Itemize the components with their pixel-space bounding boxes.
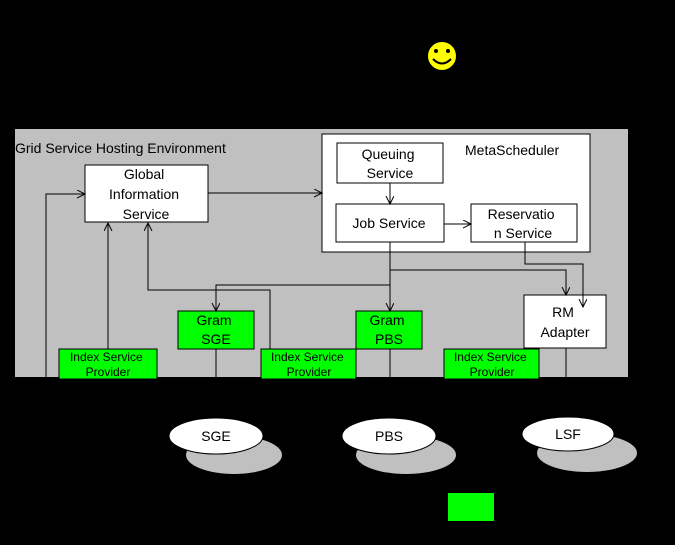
reservation-service-label: Reservatio n Service: [488, 206, 559, 241]
cluster-sge-label: SGE: [201, 428, 231, 444]
green-block: [448, 493, 494, 521]
connector-left-to-gis: [45, 194, 85, 378]
cluster-lsf: LSF: [521, 416, 637, 472]
cluster-sge: SGE: [168, 417, 282, 474]
rm-adapter-label: RM Adapter: [540, 304, 589, 340]
cluster-lsf-label: LSF: [555, 426, 581, 442]
global-information-service-label: Global Information Service: [109, 166, 183, 222]
smiley-face-icon: [426, 40, 458, 72]
rm-adapter-box: [523, 294, 607, 349]
cluster-sge-ellipse: [168, 417, 264, 455]
connector-job-to-rm-adapter: [390, 269, 566, 295]
queuing-service-label: Queuing Service: [362, 146, 419, 181]
reservation-service-box: [470, 203, 578, 243]
index-service-provider-1-label: Index Service Provider: [70, 350, 146, 379]
gram-sge-label: Gram SGE: [197, 312, 236, 347]
cluster-pbs: PBS: [341, 417, 456, 474]
environment-title: Grid Service Hosting Environment: [15, 140, 226, 156]
index-service-provider-3-label: Index Service Provider: [454, 350, 530, 379]
job-service-label: Job Service: [352, 215, 425, 231]
gram-pbs-label: Gram PBS: [370, 312, 409, 347]
index-service-provider-1-box: [58, 348, 158, 380]
index-service-provider-3-box: [443, 348, 540, 380]
connector-isp2-to-gis: [148, 223, 271, 349]
connector-reservation-to-rm-adapter: [524, 242, 583, 307]
index-service-provider-2-label: Index Service Provider: [271, 350, 347, 379]
connectors: [45, 183, 583, 378]
metascheduler-title: MetaScheduler: [465, 142, 560, 158]
cluster-pbs-label: PBS: [375, 428, 403, 444]
gram-pbs-box: [355, 310, 423, 350]
connector-job-to-gram-sge: [216, 284, 390, 311]
cluster-lsf-ellipse: [521, 416, 615, 452]
index-service-provider-2-box: [260, 348, 357, 380]
cluster-pbs-ellipse: [341, 417, 437, 455]
queuing-service-box: [336, 142, 444, 184]
